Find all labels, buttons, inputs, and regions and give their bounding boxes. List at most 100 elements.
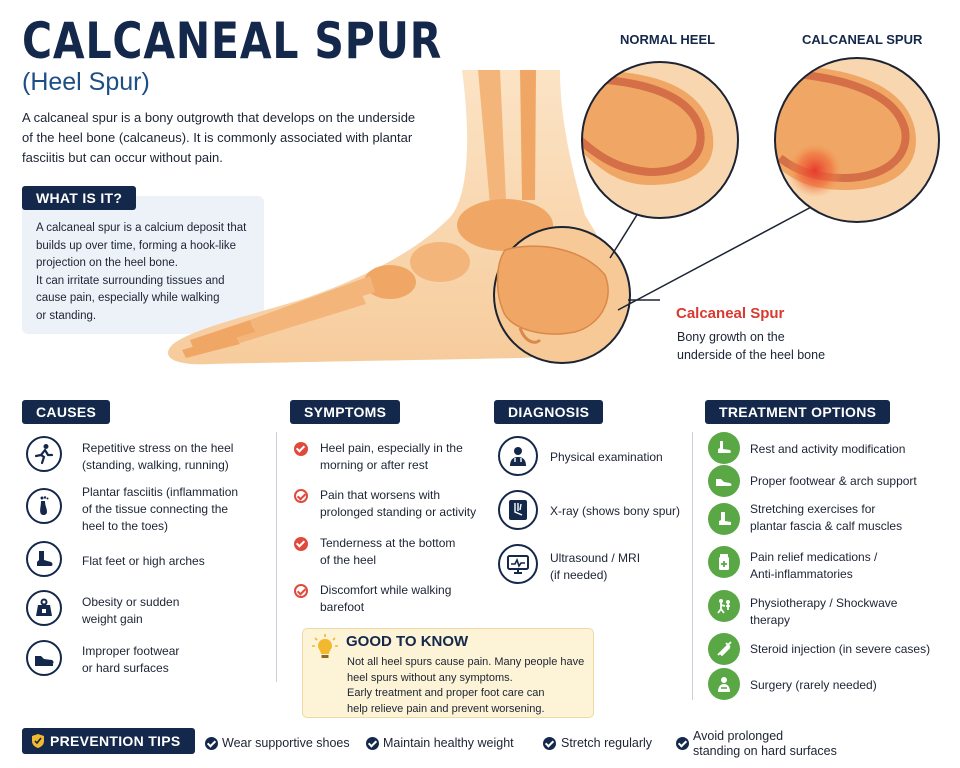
connector-line [617,204,816,311]
treatment-item: Steroid injection (in severe cases) [750,641,930,658]
cause-line: of the tissue connecting the [82,502,229,516]
cause-item: Improper footwear or hard surfaces [82,643,179,677]
diagnosis-line: X-ray (shows bony spur) [550,504,681,518]
running-person-icon [26,436,62,472]
treatment-line: therapy [750,613,791,627]
cause-line: Flat feet or high arches [82,554,205,568]
symptom-line: Discomfort while walking [320,583,452,597]
diagnosis-line: Physical examination [550,450,663,464]
what-line: builds up over time, forming a hook-like [36,239,237,252]
what-is-it-panel [22,196,264,334]
callout-line: Bony growth on the [677,330,785,344]
treatment-line: Rest and activity modification [750,442,906,456]
lightbulb-icon [312,634,338,658]
symptom-line: Tenderness at the bottom [320,536,456,550]
shoe-icon [26,640,62,676]
prevention-tip: Wear supportive shoes [222,736,350,751]
symptom-item: Pain that worsens with prolonged standin… [320,487,476,521]
column-divider [692,432,693,700]
page-subtitle: (Heel Spur) [22,68,150,96]
boot-icon [26,541,62,577]
symptom-item: Discomfort while walking barefoot [320,582,451,616]
symptom-item: Tenderness at the bottom of the heel [320,535,455,569]
treatment-line: Surgery (rarely needed) [750,678,877,692]
foot-icon [26,488,62,524]
tip-line: Avoid prolonged [693,729,784,743]
good-to-know-title: GOOD TO KNOW [346,633,469,650]
good-to-know-line: help relieve pain and prevent worsening. [347,702,545,715]
prevention-badge: PREVENTION TIPS [22,728,195,754]
symptom-line: Pain that worsens with [320,488,441,502]
symptom-item: Heel pain, especially in the morning or … [320,440,463,474]
shield-icon [32,734,44,748]
symptoms-badge: SYMPTOMS [290,400,401,424]
treatment-item: Proper footwear & arch support [750,473,917,490]
callout-description: Bony growth on the underside of the heel… [677,328,867,364]
physio-icon [708,590,740,622]
cause-line: or hard surfaces [82,661,169,675]
diagnosis-item: Ultrasound / MRI (if needed) [550,550,640,584]
good-to-know-line: heel spurs without any symptoms. [347,671,513,684]
spur-heel-label: CALCANEAL SPUR [802,32,923,47]
treatment-line: Anti-inflammatories [750,567,853,581]
check-icon [205,737,218,750]
cause-item: Repetitive stress on the heel (standing,… [82,440,233,474]
good-to-know-text: Not all heel spurs cause pain. Many peop… [347,655,587,717]
tip-line: Wear supportive shoes [222,736,350,750]
symptom-line: morning or after rest [320,458,429,472]
cause-line: Repetitive stress on the heel [82,441,234,455]
good-to-know-panel [302,628,594,718]
doctor-icon [498,436,538,476]
normal-heel-label: NORMAL HEEL [620,32,716,47]
treatment-item: Pain relief medications / Anti-inflammat… [750,549,877,583]
what-line: projection on the heel bone. [36,257,178,269]
what-line: It can irritate surrounding tissues and [36,274,225,287]
weight-icon [26,590,62,626]
treatment-line: Physiotherapy / Shockwave [750,596,898,610]
spur-hook [518,327,542,344]
check-icon [676,737,689,750]
medication-icon [708,546,740,578]
diagnosis-item: X-ray (shows bony spur) [550,503,680,520]
callout-line: underside of the heel bone [677,348,826,362]
symptom-line: prolonged standing or activity [320,505,477,519]
cause-line: heel to the toes) [82,519,169,533]
what-is-it-badge: WHAT IS IT? [22,186,137,210]
connector-line [609,209,641,259]
prevention-tip: Stretch regularly [561,736,652,751]
symptom-line: Heel pain, especially in the [320,441,463,455]
foot-illustration [168,57,940,365]
check-icon [366,737,379,750]
monitor-icon [498,544,538,584]
diagnosis-line: Ultrasound / MRI [550,551,641,565]
check-icon [294,489,308,503]
intro-text: A calcaneal spur is a bony outgrowth tha… [22,110,416,165]
prevention-label: PREVENTION TIPS [50,733,181,749]
treatment-item: Surgery (rarely needed) [750,677,877,694]
treatment-line: Steroid injection (in severe cases) [750,642,931,656]
xray-icon [498,490,538,530]
what-line: cause pain, especially while walking [36,292,220,304]
cuneiform-bone [364,265,416,299]
column-divider [276,432,277,682]
what-line: A calcaneal spur is a calcium deposit th… [36,222,247,234]
page-title: CALCANEAL SPUR [22,12,443,70]
tip-line: standing on hard surfaces [693,744,837,758]
causes-badge: CAUSES [22,400,111,424]
treatment-item: Rest and activity modification [750,441,905,458]
fibula-bone [520,70,536,200]
check-icon [294,537,308,551]
cause-line: Improper footwear [82,644,180,658]
cause-line: Obesity or sudden [82,595,180,609]
treatment-line: Proper footwear & arch support [750,474,917,488]
check-icon [294,442,308,456]
callout-title: Calcaneal Spur [676,305,785,322]
diagnosis-item: Physical examination [550,449,663,466]
metatarsal-bones [235,276,375,343]
spur-heel-zoom [775,58,939,222]
check-icon [294,584,308,598]
treatment-line: Pain relief medications / [750,550,878,564]
cause-line: weight gain [82,612,143,626]
symptom-line: of the heel [320,553,377,567]
cause-item: Plantar fasciitis (inflammation of the t… [82,484,238,535]
